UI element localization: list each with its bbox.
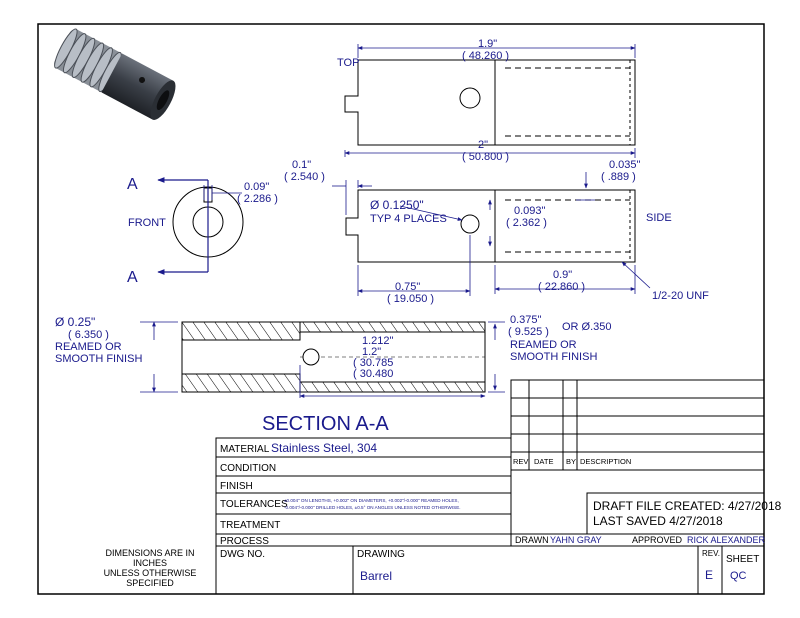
units-note-2: INCHES	[133, 558, 167, 568]
section-view	[181, 321, 486, 393]
section-len-in-2: 1.2"	[362, 346, 381, 358]
part-render	[54, 28, 176, 120]
draft-created: DRAFT FILE CREATED: 4/27/2018	[593, 499, 782, 513]
side-slot-in: 0.1"	[292, 159, 311, 171]
dwg-no-label: DWG NO.	[220, 549, 265, 560]
date-col-header: DATE	[534, 457, 553, 466]
side-view-label: SIDE	[646, 212, 672, 224]
side-view	[345, 189, 636, 263]
sheet-label: SHEET	[726, 554, 759, 565]
section-left-dia-mm: ( 6.350 )	[68, 329, 109, 341]
section-right-alt: OR Ø.350	[562, 321, 612, 333]
front-view	[157, 177, 244, 275]
side-slot-mm: ( 2.540 )	[284, 171, 325, 183]
front-dim-mm: ( 2.286 )	[237, 193, 278, 205]
units-note-1: DIMENSIONS ARE IN	[105, 548, 194, 558]
title-block	[215, 379, 765, 594]
side-holepos-mm: ( 19.050 )	[387, 293, 434, 305]
hole-note-count: TYP 4 PLACES	[370, 213, 447, 225]
side-groove-in: 0.093"	[514, 205, 546, 217]
top-view-label: TOP	[337, 57, 359, 69]
section-len-mm-1: ( 30.785	[353, 357, 393, 369]
drawing-value: Barrel	[360, 569, 392, 583]
section-dims	[140, 321, 505, 398]
section-marker-bottom: A	[127, 269, 138, 286]
drawn-label: DRAWN	[515, 535, 549, 545]
side-thread-mm: ( 22.860 )	[538, 281, 585, 293]
top-view-dims	[344, 44, 636, 158]
section-len-in-1: 1.212"	[362, 335, 394, 347]
rev-label: REV.	[702, 549, 720, 558]
sheet-value: QC	[730, 570, 747, 582]
rev-value: E	[705, 568, 713, 582]
section-right-note-2: SMOOTH FINISH	[510, 351, 597, 363]
rev-col-header: REV	[513, 457, 528, 466]
section-left-note-2: SMOOTH FINISH	[55, 353, 142, 365]
section-right-dia-mm: ( 9.525 )	[508, 326, 549, 338]
finish-label: FINISH	[220, 481, 253, 492]
by-col-header: BY	[566, 457, 576, 466]
last-saved: LAST SAVED 4/27/2018	[593, 514, 723, 528]
section-title: SECTION A-A	[262, 413, 389, 435]
top-dim-mm: ( 48.260 )	[462, 50, 509, 62]
units-note-3: UNLESS OTHERWISE	[104, 568, 197, 578]
side-view-dims	[332, 172, 651, 296]
front-view-label: FRONT	[128, 217, 166, 229]
material-label: MATERIAL	[220, 444, 270, 455]
approved-label: APPROVED	[632, 535, 683, 545]
material-value: Stainless Steel, 304	[271, 441, 377, 455]
drawing-label: DRAWING	[357, 549, 405, 560]
units-note-4: SPECIFIED	[126, 578, 174, 588]
desc-col-header: DESCRIPTION	[580, 457, 631, 466]
section-right-note-1: REAMED OR	[510, 339, 577, 351]
drawn-value: YAHN GRAY	[550, 535, 602, 545]
tolerances-line-1: ±0.004" ON LENGTHS, +0.002" ON DIAMETERS…	[284, 498, 459, 503]
top-view	[344, 59, 636, 146]
section-len-mm-2: ( 30.480	[353, 368, 393, 380]
sheet-border	[37, 23, 765, 595]
top-dim-in: 1.9"	[478, 38, 497, 50]
process-label: PROCESS	[220, 536, 269, 547]
side-chamfer-in: 0.035"	[609, 159, 641, 171]
side-thread-in: 0.9"	[553, 269, 572, 281]
tolerances-label: TOLERANCES	[220, 499, 288, 510]
approved-value: RICK ALEXANDER	[687, 535, 766, 545]
side-groove-mm: ( 2.362 )	[506, 217, 547, 229]
hole-note-dia: Ø 0.1250"	[370, 198, 424, 212]
section-right-dia-in: 0.375"	[510, 314, 542, 326]
side-holepos-in: 0.75"	[395, 281, 420, 293]
section-marker-top: A	[127, 176, 138, 193]
top-dim-bottom-mm: ( 50.800 )	[462, 151, 509, 163]
side-chamfer-mm: ( .889 )	[601, 171, 636, 183]
top-dim-bottom-in: 2"	[478, 139, 488, 151]
thread-spec: 1/2-20 UNF	[652, 290, 709, 302]
section-left-dia-in: Ø 0.25"	[55, 315, 95, 329]
condition-label: CONDITION	[220, 463, 276, 474]
tolerances-line-2: -0.004"/-0.000" DRILLED HOLES, ±0.5° ON …	[284, 505, 461, 510]
treatment-label: TREATMENT	[220, 520, 280, 531]
front-dim-in: 0.09"	[244, 181, 269, 193]
section-left-note-1: REAMED OR	[55, 341, 122, 353]
